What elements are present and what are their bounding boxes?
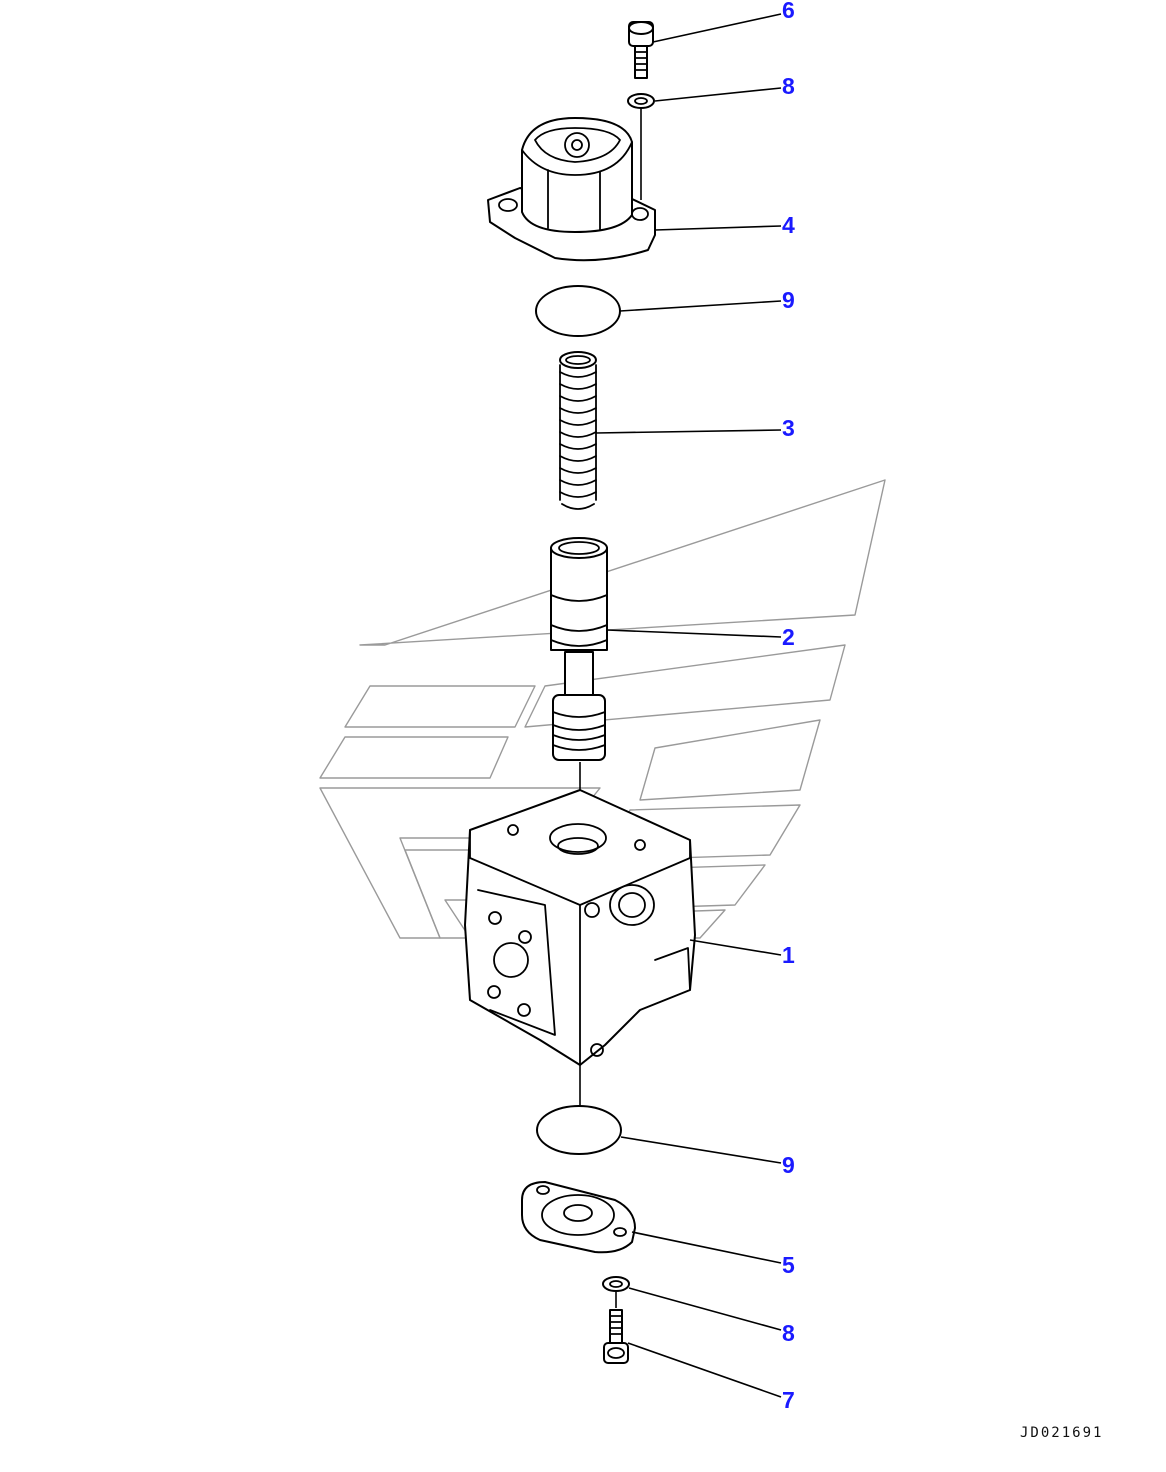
bolt-part-7 — [603, 1309, 629, 1364]
callout-4[interactable]: 4 — [782, 212, 795, 238]
cover-part-4 — [487, 117, 656, 262]
leader-lines — [595, 13, 782, 1398]
callout-3[interactable]: 3 — [782, 415, 795, 441]
o-ring-part-9-top — [535, 285, 621, 337]
callout-8-top[interactable]: 8 — [782, 73, 795, 99]
spool-part-2 — [550, 537, 608, 761]
callout-1[interactable]: 1 — [782, 942, 795, 968]
callout-9-top[interactable]: 9 — [782, 287, 795, 313]
washer-part-8-bottom — [602, 1276, 630, 1292]
valve-body-part-1 — [464, 789, 696, 1066]
callout-7[interactable]: 7 — [782, 1387, 795, 1413]
flange-part-5 — [521, 1181, 636, 1254]
assembly-axis — [579, 105, 642, 1308]
spring-part-3 — [559, 351, 597, 510]
callout-6[interactable]: 6 — [782, 0, 795, 23]
callout-labels: 6 8 4 9 3 2 1 9 5 8 7 — [782, 0, 795, 1413]
washer-part-8-top — [627, 93, 655, 109]
bolt-part-6 — [628, 21, 654, 79]
callout-2[interactable]: 2 — [782, 624, 795, 650]
callout-9-bottom[interactable]: 9 — [782, 1152, 795, 1178]
callout-5[interactable]: 5 — [782, 1252, 795, 1278]
callout-8-bottom[interactable]: 8 — [782, 1320, 795, 1346]
document-id: JD021691 — [1020, 1425, 1103, 1441]
o-ring-part-9-bottom — [536, 1105, 622, 1155]
watermark-logo — [319, 479, 886, 939]
